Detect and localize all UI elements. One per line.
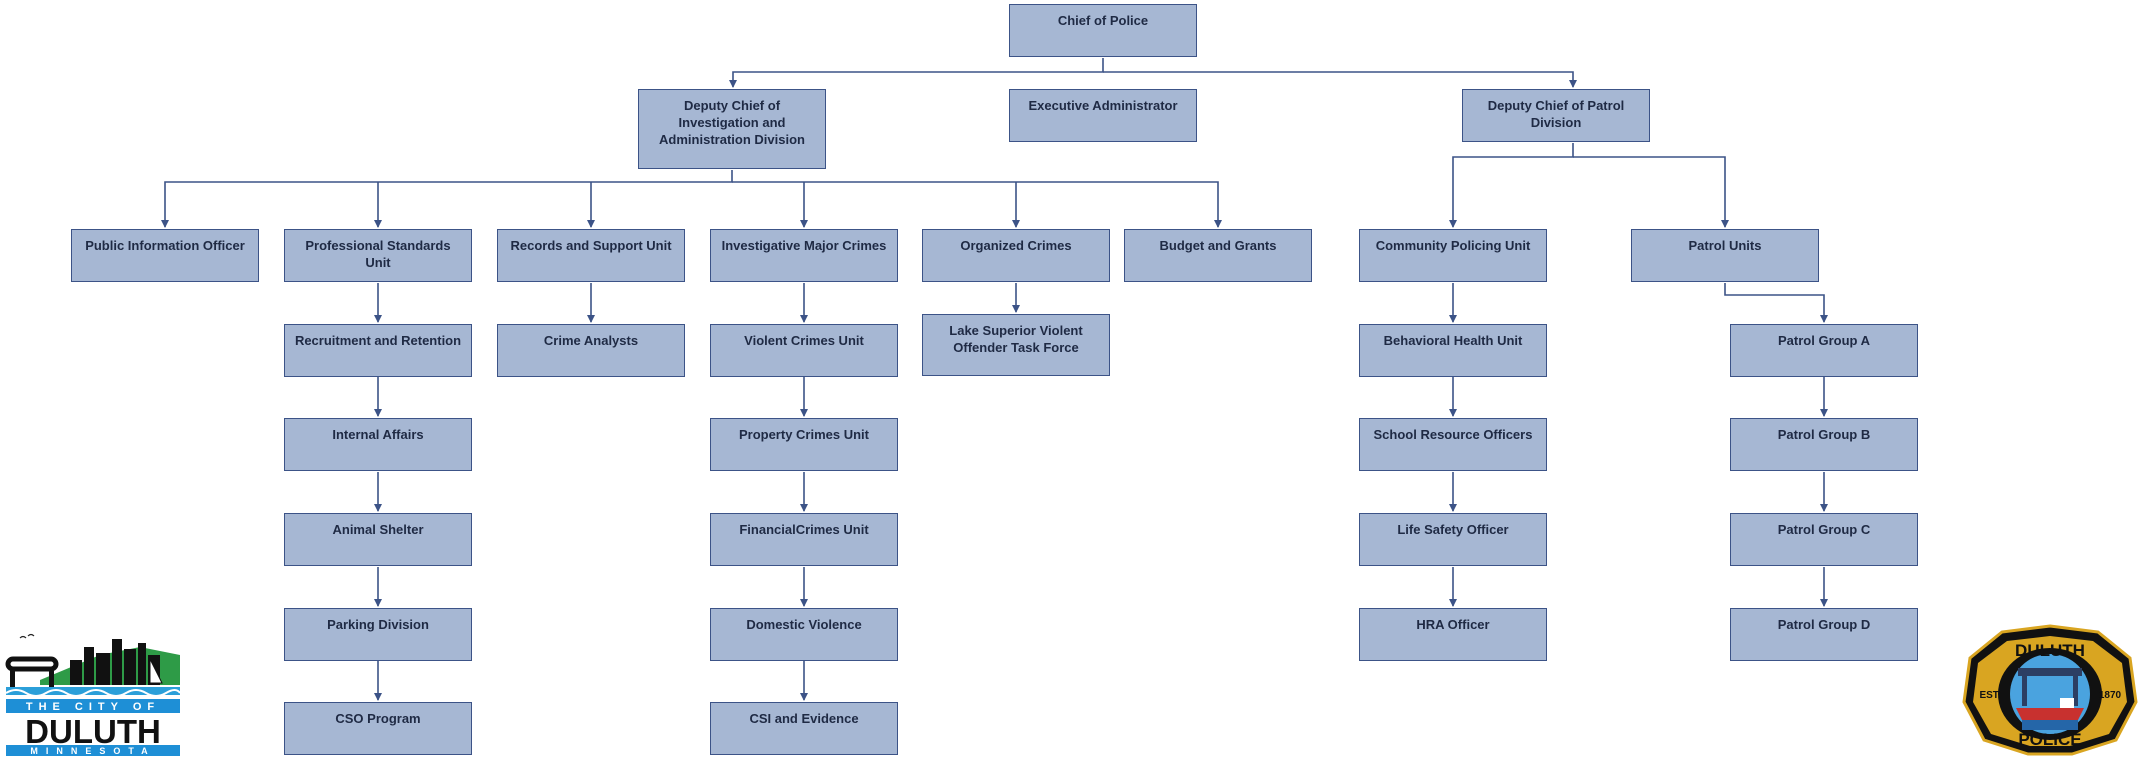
node-organized-crimes: Organized Crimes bbox=[922, 229, 1110, 282]
node-patrol-group-a: Patrol Group A bbox=[1730, 324, 1918, 377]
node-patrol-units: Patrol Units bbox=[1631, 229, 1819, 282]
police-badge-left: EST. bbox=[1979, 690, 2000, 701]
node-domestic-violence: Domestic Violence bbox=[710, 608, 898, 661]
node-professional-standards-unit: Professional Standards Unit bbox=[284, 229, 472, 282]
node-investigative-major-crimes: Investigative Major Crimes bbox=[710, 229, 898, 282]
city-of-duluth-logo: THE CITY OF DULUTH MINNESOTA bbox=[5, 633, 181, 756]
node-internal-affairs: Internal Affairs bbox=[284, 418, 472, 471]
node-property-crimes-unit: Property Crimes Unit bbox=[710, 418, 898, 471]
city-logo-line3: MINNESOTA bbox=[30, 746, 155, 756]
node-community-policing-unit: Community Policing Unit bbox=[1359, 229, 1547, 282]
node-cso-program: CSO Program bbox=[284, 702, 472, 755]
node-executive-administrator: Executive Administrator bbox=[1009, 89, 1197, 142]
node-chief-of-police: Chief of Police bbox=[1009, 4, 1197, 57]
node-animal-shelter: Animal Shelter bbox=[284, 513, 472, 566]
node-patrol-group-d: Patrol Group D bbox=[1730, 608, 1918, 661]
node-public-information-officer: Public Information Officer bbox=[71, 229, 259, 282]
node-hra-officer: HRA Officer bbox=[1359, 608, 1547, 661]
node-patrol-group-b: Patrol Group B bbox=[1730, 418, 1918, 471]
police-badge-right: 1870 bbox=[2099, 690, 2122, 701]
node-life-safety-officer: Life Safety Officer bbox=[1359, 513, 1547, 566]
city-logo-line1: THE CITY OF bbox=[26, 701, 160, 713]
node-csi-and-evidence: CSI and Evidence bbox=[710, 702, 898, 755]
city-logo-line2: DULUTH bbox=[25, 713, 161, 750]
node-violent-crimes-unit: Violent Crimes Unit bbox=[710, 324, 898, 377]
police-badge-top: DULUTH bbox=[2015, 641, 2085, 660]
police-badge-bottom: POLICE bbox=[2018, 730, 2081, 749]
node-patrol-group-c: Patrol Group C bbox=[1730, 513, 1918, 566]
node-recruitment-and-retention: Recruitment and Retention bbox=[284, 324, 472, 377]
node-parking-division: Parking Division bbox=[284, 608, 472, 661]
node-budget-and-grants: Budget and Grants bbox=[1124, 229, 1312, 282]
node-deputy-chief-patrol: Deputy Chief of Patrol Division bbox=[1462, 89, 1650, 142]
node-records-support-unit: Records and Support Unit bbox=[497, 229, 685, 282]
node-financial-crimes-unit: FinancialCrimes Unit bbox=[710, 513, 898, 566]
duluth-police-badge-logo: DULUTH POLICE EST. 1870 bbox=[1962, 624, 2138, 756]
node-lake-superior-task-force: Lake Superior Violent Offender Task Forc… bbox=[922, 314, 1110, 376]
node-deputy-chief-investigation: Deputy Chief of Investigation and Admini… bbox=[638, 89, 826, 169]
node-school-resource-officers: School Resource Officers bbox=[1359, 418, 1547, 471]
node-crime-analysts: Crime Analysts bbox=[497, 324, 685, 377]
node-behavioral-health-unit: Behavioral Health Unit bbox=[1359, 324, 1547, 377]
